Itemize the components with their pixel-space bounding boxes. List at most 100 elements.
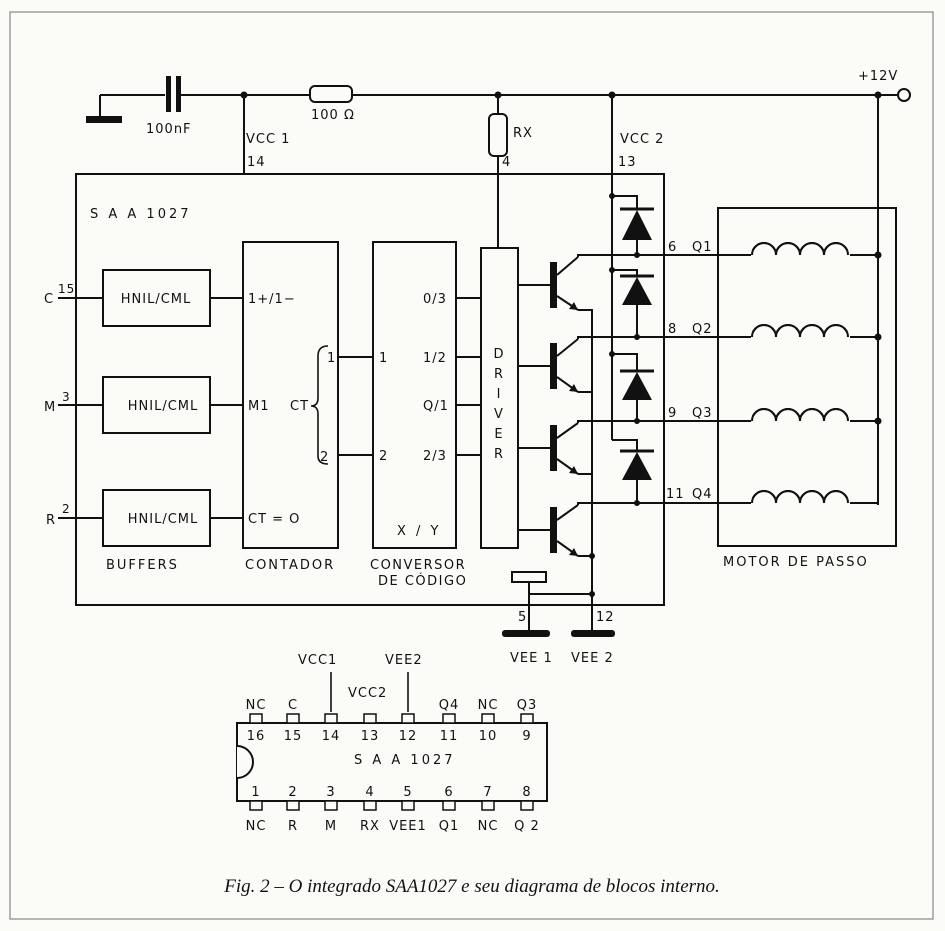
dip-top-pin-name: NC [246, 698, 267, 713]
counter-ct: CT [290, 399, 309, 414]
counter-up-down: 1+/1− [248, 292, 296, 307]
dip-top-pin-number: 10 [479, 729, 498, 744]
driver-letter: I [497, 387, 502, 402]
dip-top-pin-name: Q3 [517, 698, 538, 713]
pinout-vcc2: VCC2 [348, 686, 387, 701]
dip-bottom-pin-number: 3 [326, 785, 335, 800]
dip-top-pin-number: 11 [440, 729, 459, 744]
buffer-r [102, 489, 211, 547]
dip-top-pin-name: Q4 [439, 698, 460, 713]
plus12v-terminal [897, 88, 911, 102]
resistor-rx [488, 113, 508, 157]
converter-out-2: Q/1 [423, 399, 449, 414]
pin14-label: 14 [247, 155, 266, 170]
dip-pin-tab [249, 713, 263, 724]
dip-bottom-pin-name: R [288, 819, 298, 834]
dip-bottom-pin-name: VEE1 [389, 819, 427, 834]
driver-letter: R [494, 367, 504, 382]
buffer-m [102, 376, 211, 434]
input-r-pin: 2 [62, 502, 71, 516]
transistor-q2 [550, 338, 579, 393]
dip-top-pin-number: 16 [247, 729, 266, 744]
motor-box [717, 207, 897, 547]
dip-bottom-pin-name: NC [246, 819, 267, 834]
vcc2-label: VCC 2 [620, 132, 664, 147]
dip-pin-tab [520, 800, 534, 811]
buffer-blocks [58, 269, 243, 547]
cap-label: 100nF [146, 122, 192, 137]
pinout-title: S A A 1027 [354, 753, 456, 768]
output-q2: Q2 [692, 322, 713, 337]
dip-bottom-pin-number: 7 [483, 785, 492, 800]
dip-top-pin-number: 9 [522, 729, 531, 744]
dip-top-pin-number: 13 [361, 729, 380, 744]
capacitor-plate [166, 76, 171, 112]
output-pin-6: 6 [668, 240, 677, 255]
converter-out-1: 1/2 [423, 351, 447, 366]
counter-m1: M1 [248, 399, 270, 414]
dip-notch [236, 745, 254, 779]
dip-pin-tab [249, 800, 263, 811]
dip-top-pin-number: 12 [399, 729, 418, 744]
input-c-pin: 15 [58, 282, 75, 296]
dip-pin-tab [286, 713, 300, 724]
driver-letter: E [494, 427, 503, 442]
vee2-ground [571, 630, 615, 637]
dip-pin-tab [401, 713, 415, 724]
dip-pin-tab [286, 800, 300, 811]
dip-bottom-pin-number: 4 [365, 785, 374, 800]
outer-frame [9, 11, 934, 920]
dip-pin-tab [363, 800, 377, 811]
resistor-label: 100 Ω [311, 108, 355, 123]
input-m-name: M [44, 400, 56, 415]
dip-pin-tab [481, 800, 495, 811]
buffer-c-label: HNIL/CML [121, 292, 192, 307]
chip-title: S A A 1027 [90, 207, 192, 222]
resistor-100 [309, 85, 353, 103]
ic-body [75, 173, 665, 606]
de-codigo-label: DE CÓDIGO [378, 573, 467, 589]
capacitor-plate [176, 76, 181, 112]
converter-in-1: 1 [379, 351, 388, 366]
motor-label: MOTOR DE PASSO [723, 555, 869, 570]
dip-top-pin-number: 14 [322, 729, 341, 744]
vee2-pin: 12 [596, 610, 615, 625]
dip-pinout [236, 672, 548, 811]
driver-letter: V [494, 407, 504, 422]
ground-symbol [86, 116, 122, 123]
supply-rail [86, 76, 911, 505]
dip-bottom-pin-name: Q1 [439, 819, 460, 834]
dip-pin-tab [481, 713, 495, 724]
converter-block [372, 241, 457, 549]
dip-bottom-pin-name: RX [360, 819, 380, 834]
transistor-q1 [550, 256, 579, 311]
vee1-pin: 5 [518, 610, 527, 625]
vee1-ground [502, 630, 550, 637]
input-m-pin: 3 [62, 390, 71, 404]
dip-pin-tab [324, 713, 338, 724]
conversor-label: CONVERSOR [370, 558, 466, 573]
counter-out-2: 2 [320, 450, 329, 465]
input-r-name: R [46, 513, 56, 528]
output-pin-8: 8 [668, 322, 677, 337]
dip-pin-tab [520, 713, 534, 724]
buffer-m-label: HNIL/CML [128, 399, 199, 414]
pinout-vee2: VEE2 [385, 653, 423, 668]
vcc1-label: VCC 1 [246, 132, 290, 147]
buffer-r-label: HNIL/CML [128, 512, 199, 527]
motor-coils [751, 242, 882, 508]
dip-pin-tab [442, 800, 456, 811]
output-q4: Q4 [692, 487, 713, 502]
vee2-label: VEE 2 [571, 651, 614, 666]
driver-block [480, 247, 519, 549]
pinout-vcc1: VCC1 [298, 653, 337, 668]
ct-brace [310, 345, 329, 465]
dip-bottom-pin-number: 8 [522, 785, 531, 800]
dip-bottom-pin-number: 2 [288, 785, 297, 800]
dip-bottom-pin-number: 1 [251, 785, 260, 800]
buffer-c [102, 269, 211, 327]
internal-resistor [511, 571, 547, 583]
converter-in-2: 2 [379, 449, 388, 464]
